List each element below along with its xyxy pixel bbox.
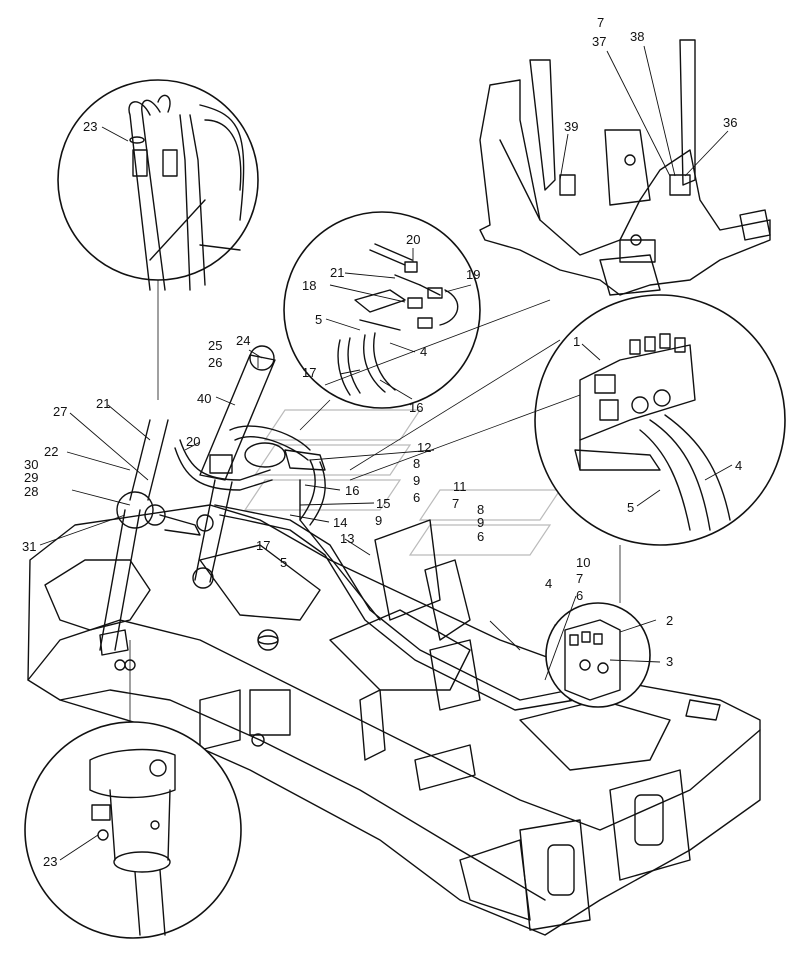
callout-22: 22 — [44, 444, 59, 459]
lift-cylinder-left — [99, 419, 273, 656]
callout-7: 7 — [452, 496, 460, 511]
callout-6: 6 — [413, 490, 421, 505]
callout-10: 10 — [576, 555, 591, 570]
callout-14: 14 — [333, 515, 348, 530]
callout-5: 5 — [315, 312, 323, 327]
detail-view-control-valve — [534, 294, 786, 546]
callout-17: 17 — [302, 365, 317, 380]
callout-8: 8 — [477, 502, 485, 517]
callout-19: 19 — [466, 267, 481, 282]
callout-18: 18 — [302, 278, 317, 293]
callout-16: 16 — [345, 483, 360, 498]
callout-6: 6 — [576, 588, 584, 603]
callout-5: 5 — [627, 500, 635, 515]
detail-connectors — [129, 280, 621, 722]
callout-4: 4 — [735, 458, 743, 473]
callout-7: 7 — [576, 571, 584, 586]
callout-23: 23 — [43, 854, 58, 869]
callout-30: 30 — [24, 457, 39, 472]
callout-5: 5 — [280, 555, 288, 570]
callout-2: 2 — [666, 613, 674, 628]
callout-37: 37 — [592, 34, 607, 49]
callout-21: 21 — [330, 265, 345, 280]
callout-39: 39 — [564, 119, 579, 134]
callout-40: 40 — [197, 391, 212, 406]
callout-24: 24 — [236, 333, 251, 348]
callout-12: 12 — [417, 440, 432, 455]
detail-view-valve-bottom — [545, 602, 651, 708]
callout-7: 7 — [597, 15, 605, 30]
callout-25: 25 — [208, 338, 223, 353]
callout-20: 20 — [186, 434, 201, 449]
callout-20: 20 — [406, 232, 421, 247]
watermark-logo — [243, 409, 562, 556]
callout-29: 29 — [24, 470, 39, 485]
hydraulic-lines — [214, 479, 576, 711]
callout-3: 3 — [666, 654, 674, 669]
callout-36: 36 — [723, 115, 738, 130]
callout-9: 9 — [477, 515, 485, 530]
detail-view-top-left — [57, 79, 259, 291]
callout-17: 17 — [256, 538, 271, 553]
callout-16: 16 — [409, 400, 424, 415]
callout-9: 9 — [413, 473, 421, 488]
callout-11: 11 — [453, 479, 467, 494]
callout-26: 26 — [208, 355, 223, 370]
callout-13: 13 — [340, 531, 355, 546]
detail-view-hose-fittings — [283, 211, 481, 409]
hitch-bracket — [479, 39, 771, 296]
callout-38: 38 — [630, 29, 645, 44]
callout-1: 1 — [573, 334, 581, 349]
callout-23: 23 — [83, 119, 98, 134]
callout-4: 4 — [545, 576, 553, 591]
callout-28: 28 — [24, 484, 39, 499]
callout-31: 31 — [22, 539, 37, 554]
callout-9: 9 — [375, 513, 383, 528]
detail-view-bottom-left — [24, 721, 242, 939]
callout-8: 8 — [413, 456, 421, 471]
callout-4: 4 — [420, 344, 428, 359]
callout-6: 6 — [477, 529, 485, 544]
callout-27: 27 — [53, 404, 68, 419]
callout-21: 21 — [96, 396, 111, 411]
callout-15: 15 — [376, 496, 391, 511]
leader-lines — [39, 45, 733, 861]
